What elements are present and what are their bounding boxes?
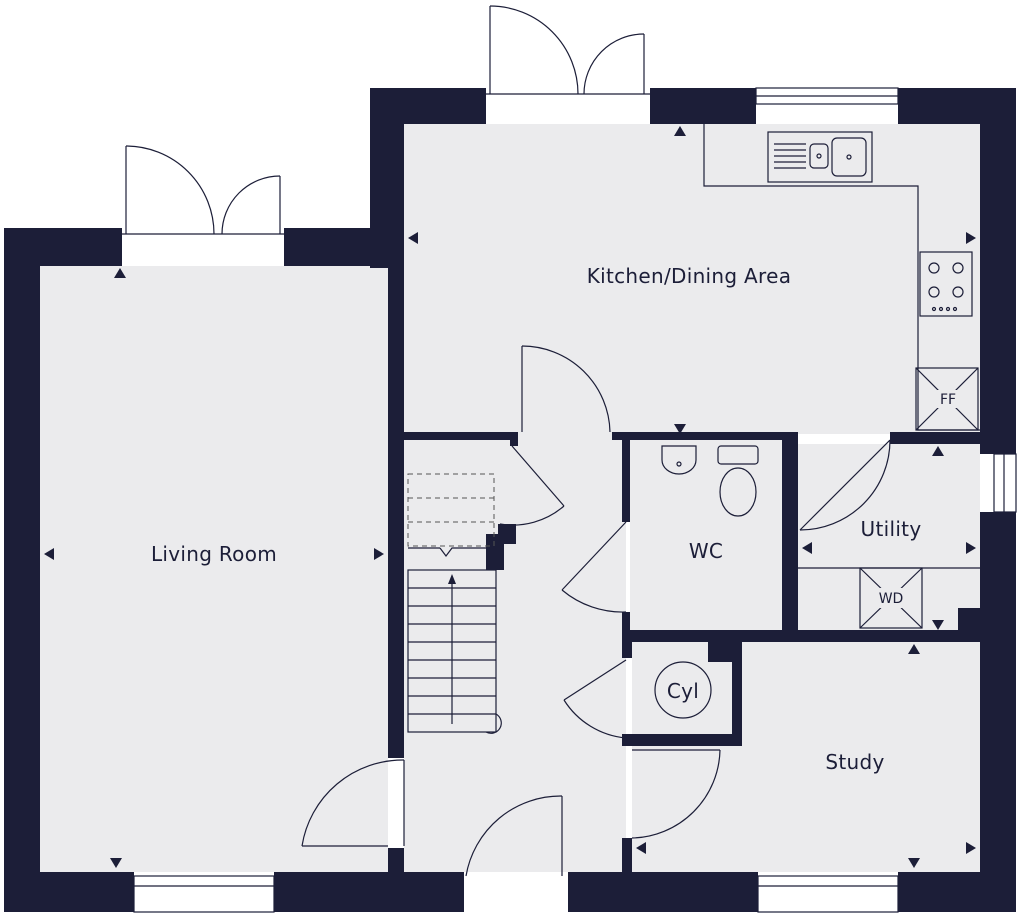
kitchen-door [521, 345, 611, 433]
living-top-wall-left [4, 228, 122, 266]
stair-divider-step [498, 524, 516, 544]
wc-fittings [661, 445, 759, 517]
toilet-icon [717, 445, 759, 517]
wc-door [561, 521, 627, 613]
marker [932, 446, 944, 456]
hob-icon [919, 251, 973, 317]
bottom-wall-mid [568, 872, 758, 912]
study-left-wall [622, 838, 632, 878]
marker [674, 424, 686, 434]
marker [802, 542, 812, 554]
cylinder-left-wall [622, 640, 632, 658]
marker [408, 232, 418, 244]
utility-left-wall [790, 432, 798, 632]
understairs-door [499, 445, 565, 526]
cylinder-door [563, 659, 627, 739]
living-right-wall [388, 228, 404, 758]
marker [966, 542, 976, 554]
living-bottom-wall-right [274, 872, 464, 912]
kitchen-floor [404, 124, 980, 434]
marker [966, 232, 976, 244]
utility-label: Utility [861, 517, 922, 541]
living-bottom-wall-left [4, 872, 134, 912]
hall-floor [404, 434, 626, 872]
kitchen-label: Kitchen/Dining Area [587, 264, 792, 288]
study-window [757, 875, 899, 913]
windows [133, 87, 1017, 913]
basin-icon [661, 445, 697, 475]
cylinder-right-wall [732, 640, 742, 746]
stairs-up-arrow-icon [448, 574, 456, 724]
utility-door [799, 439, 891, 531]
study-door [631, 749, 721, 839]
marker [932, 620, 944, 630]
study-label: Study [825, 750, 884, 774]
living-door [301, 759, 405, 847]
wc-right-wall [782, 432, 790, 632]
living-window [133, 875, 275, 913]
walls [4, 88, 1016, 912]
living-room-label: Living Room [151, 542, 277, 566]
marker [636, 842, 646, 854]
bottom-wall-right [898, 872, 1016, 912]
marker [110, 858, 122, 868]
kitchen-fittings: FF [703, 124, 980, 431]
marker [44, 548, 54, 560]
kitchen-top-wall-mid [650, 88, 756, 124]
hall-left-post [510, 432, 518, 446]
utility-right-wall-top [980, 440, 994, 454]
sink [767, 131, 873, 183]
fridge-freezer-label: FF [940, 392, 956, 408]
doors [120, 5, 891, 877]
cylinder-step [708, 640, 738, 662]
dimension-markers [44, 126, 976, 868]
living-room-floor [40, 266, 388, 872]
wc-left-wall-top [622, 432, 630, 522]
cylinder: Cyl [654, 661, 712, 719]
wc-left-wall-bottom [622, 612, 630, 642]
fridge-freezer: FF [915, 367, 979, 431]
front-door [465, 795, 563, 877]
living-left-wall [4, 228, 40, 912]
stairs-upper-dashed [407, 473, 495, 547]
washer-dryer: WD [859, 567, 923, 629]
utility-step-wall [958, 608, 988, 634]
cylinder-label: Cyl [667, 679, 699, 703]
marker [674, 126, 686, 136]
wc-floor [630, 440, 782, 630]
kitchen-top-wall-left [370, 88, 486, 124]
wc-top-wall [612, 432, 798, 440]
kitchen-right-wall [980, 88, 1016, 454]
marker [908, 644, 920, 654]
utility-top-wall [890, 432, 980, 444]
living-french-doors [120, 145, 286, 235]
marker [966, 842, 976, 854]
utility-fittings: WD [798, 567, 980, 629]
marker [908, 858, 920, 868]
hall-top-wall [404, 432, 518, 440]
hall-wall-stub [388, 848, 404, 878]
wc-label: WC [689, 539, 723, 563]
marker [114, 268, 126, 278]
kitchen-french-doors [486, 5, 650, 95]
marker [374, 548, 384, 560]
wc-bottom-wall [622, 630, 990, 642]
utility-right-wall [980, 512, 1016, 912]
washer-dryer-label: WD [879, 591, 904, 607]
staircase [407, 473, 502, 734]
room-labels: Kitchen/Dining Area Living Room Utility … [151, 264, 922, 774]
utility-window [993, 453, 1017, 513]
cylinder-bottom-wall [622, 734, 742, 746]
